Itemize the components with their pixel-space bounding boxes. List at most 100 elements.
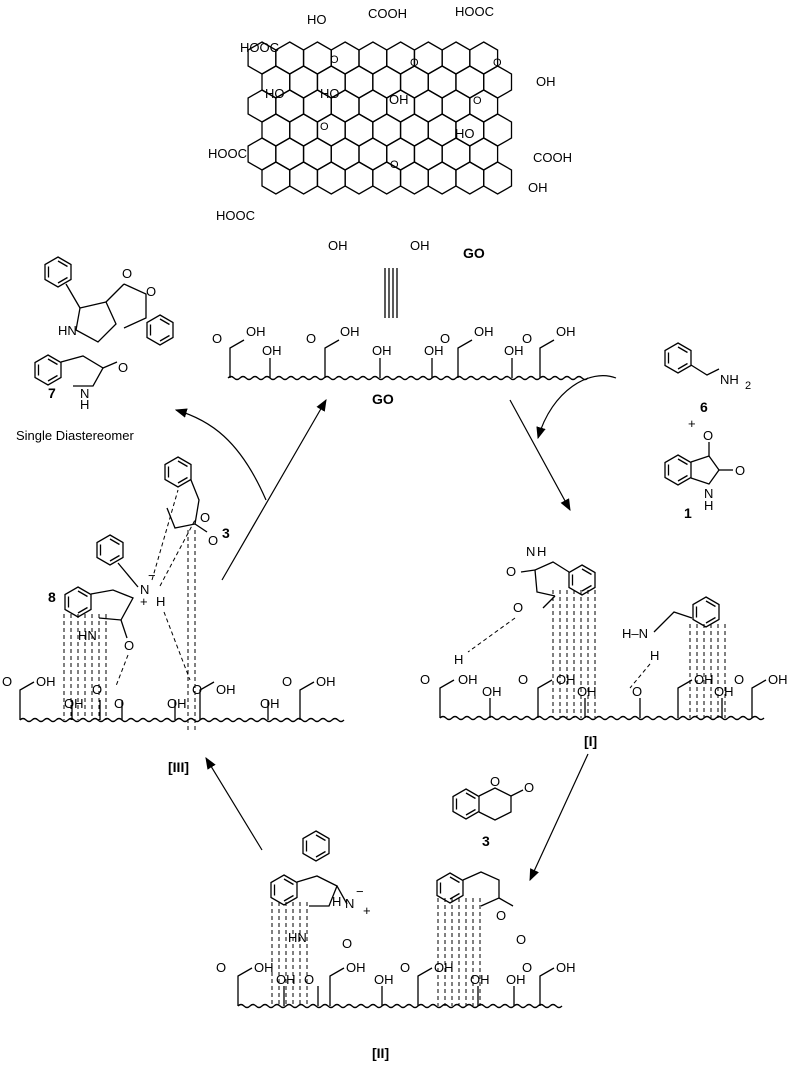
go-hooc-2: HOOC — [455, 4, 494, 19]
svg-text:O: O — [92, 682, 102, 697]
compound-6-number: 6 — [700, 399, 708, 415]
compound-3-label-iii: 3 — [222, 525, 230, 541]
svg-text:O: O — [2, 674, 12, 689]
go-oh-2: OH — [389, 92, 409, 107]
svg-text:O: O — [420, 672, 430, 687]
go-ring — [289, 161, 319, 195]
go-ring — [344, 65, 374, 99]
intermediate-ii-label: [II] — [372, 1045, 389, 1061]
product-7: HN O O N H O 7 Single Diastereomer — [16, 256, 174, 443]
svg-text:OH: OH — [506, 972, 526, 987]
svg-text:O: O — [703, 428, 713, 443]
go-ring — [455, 161, 485, 195]
go-ring — [441, 41, 471, 75]
svg-text:HN: HN — [288, 930, 307, 945]
go-epoxide-o-6: O — [390, 159, 399, 171]
go-cooh-1: COOH — [368, 6, 407, 21]
svg-text:O: O — [118, 360, 128, 375]
arrow-go-to-i — [509, 399, 571, 512]
strip-o-4: O — [522, 331, 532, 346]
svg-text:O: O — [282, 674, 292, 689]
svg-text:O: O — [122, 266, 132, 281]
go-epoxide-o-3: O — [493, 57, 502, 69]
svg-text:O: O — [518, 672, 528, 687]
svg-text:H: H — [156, 594, 165, 609]
svg-text:O: O — [114, 696, 124, 711]
go-hooc-1: HOOC — [240, 40, 279, 55]
svg-text:OH: OH — [482, 684, 502, 699]
svg-text:HN: HN — [78, 628, 97, 643]
go-ring — [261, 161, 291, 195]
svg-text:O: O — [632, 684, 642, 699]
go-ring — [413, 137, 443, 171]
go-ring — [330, 137, 360, 171]
strip-o-1: O — [212, 331, 222, 346]
compound-7-number: 7 — [48, 385, 56, 401]
go-epoxide-o-5: O — [320, 121, 329, 133]
go-ring — [372, 113, 402, 147]
svg-text:OH: OH — [577, 684, 597, 699]
svg-text:OH: OH — [556, 960, 576, 975]
go-ring — [302, 137, 332, 171]
svg-text:HN: HN — [58, 323, 77, 338]
arrow-to-product-7 — [174, 408, 267, 501]
go-ho-3: HO — [320, 86, 340, 101]
strip-oh-8: OH — [556, 324, 576, 339]
svg-text:O: O — [735, 463, 745, 478]
svg-text:O: O — [304, 972, 314, 987]
svg-text:OH: OH — [36, 674, 56, 689]
strip-oh-5: OH — [424, 343, 444, 358]
svg-text:O: O — [734, 672, 744, 687]
svg-text:2: 2 — [745, 380, 751, 392]
go-ring — [441, 137, 471, 171]
svg-text:O: O — [146, 284, 156, 299]
svg-text:N: N — [80, 386, 89, 401]
go-ring — [275, 41, 305, 75]
go-cooh-2: COOH — [533, 150, 572, 165]
reaction-arrows — [174, 375, 617, 882]
reagent-isatin: O O N H 1 — [664, 428, 745, 521]
go-ring — [441, 89, 471, 123]
reagent-coumarin: O O 3 — [452, 774, 534, 849]
go-ring — [455, 65, 485, 99]
go-hooc-4: HOOC — [216, 208, 255, 223]
go-ring — [399, 113, 429, 147]
svg-text:O: O — [342, 936, 352, 951]
go-ring — [483, 161, 513, 195]
svg-text:N: N — [704, 486, 713, 501]
compound-3-number: 3 — [482, 833, 490, 849]
arrow-iii-to-go — [221, 398, 327, 581]
svg-text:OH: OH — [64, 696, 84, 711]
svg-text:O: O — [522, 960, 532, 975]
svg-text:O: O — [496, 908, 506, 923]
go-ho-2: HO — [265, 86, 285, 101]
equivalence-lines — [384, 268, 398, 318]
go-oh-3: OH — [528, 180, 548, 195]
svg-text:OH: OH — [458, 672, 478, 687]
plus-sign: + — [688, 416, 696, 431]
svg-text:O: O — [192, 682, 202, 697]
svg-text:O: O — [124, 638, 134, 653]
go-ring — [275, 137, 305, 171]
svg-text:NH: NH — [720, 372, 739, 387]
strip-oh-7: OH — [504, 343, 524, 358]
svg-text:H–N: H–N — [622, 626, 648, 641]
go-ring — [413, 41, 443, 75]
go-ring — [289, 65, 319, 99]
go-ring — [483, 65, 513, 99]
svg-text:H: H — [537, 544, 546, 559]
svg-text:OH: OH — [316, 674, 336, 689]
go-ring — [427, 161, 457, 195]
go-epoxide-o-1: O — [330, 54, 339, 66]
svg-text:O: O — [516, 932, 526, 947]
svg-text:OH: OH — [714, 684, 734, 699]
strip-o-2: O — [306, 331, 316, 346]
svg-text:−: − — [148, 568, 156, 583]
go-ring — [344, 113, 374, 147]
go-sheet-label: GO — [463, 245, 485, 261]
svg-text:H: H — [454, 652, 463, 667]
